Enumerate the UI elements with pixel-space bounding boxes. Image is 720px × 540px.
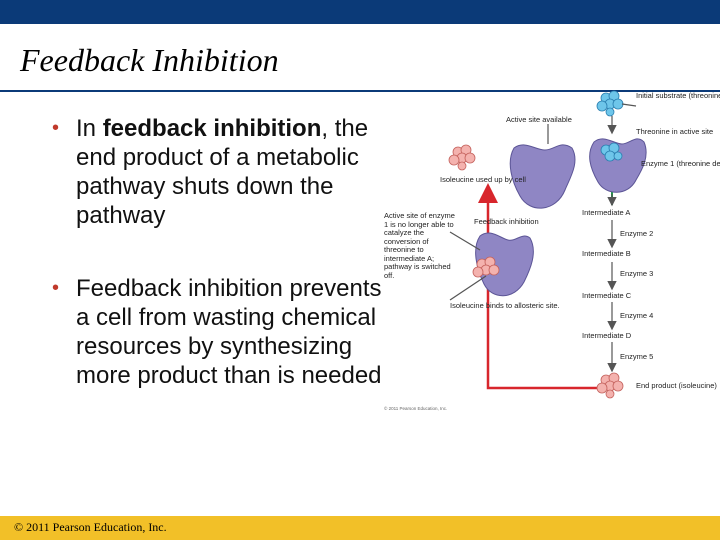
- active-site-off-note: Active site of enzyme 1 is no longer abl…: [384, 212, 455, 280]
- active-site-off-text: Active site of enzyme 1 is no longer abl…: [384, 212, 455, 280]
- enzyme1-label: Enzyme 1 (threonine deaminase): [641, 159, 720, 168]
- slide-title: Feedback Inhibition: [20, 42, 279, 78]
- isoleucine-used-label: Isoleucine used up by cell: [440, 175, 526, 184]
- isoleucine-bound-icon: [472, 256, 500, 278]
- leader-line: [449, 275, 487, 301]
- enzyme3-label: Enzyme 3: [620, 269, 653, 278]
- intermediate-b-label: Intermediate B: [582, 249, 631, 258]
- threonine-bound-icon: [600, 142, 623, 162]
- bullet-text-pre: In: [76, 115, 103, 142]
- title-band: [0, 24, 720, 92]
- bullet-item: • Feedback inhibition prevents a cell fr…: [52, 274, 387, 390]
- isoleucine-binds-label: Isoleucine binds to allosteric site.: [450, 301, 560, 310]
- title-rule: [0, 90, 720, 92]
- intermediate-a-label: Intermediate A: [582, 208, 630, 217]
- enzyme-available-shape: [509, 144, 576, 209]
- bullet-text-post: , the end product of a metabolic pathway…: [76, 115, 369, 229]
- enzyme5-label: Enzyme 5: [620, 352, 653, 361]
- intermediate-c-label: Intermediate C: [582, 291, 632, 300]
- bullet-text: Feedback inhibition prevents a cell from…: [76, 275, 382, 389]
- intermediate-d-label: Intermediate D: [582, 331, 632, 340]
- enzyme-inhibited-shape: [475, 232, 534, 297]
- threonine-molecule-icon: [596, 90, 624, 117]
- end-product-label: End product (isoleucine): [636, 381, 717, 390]
- feedback-inhibition-label: Feedback inhibition: [474, 217, 539, 226]
- threonine-active-site-label: Threonine in active site: [636, 127, 713, 136]
- enzyme4-label: Enzyme 4: [620, 311, 653, 320]
- leader-line: [449, 231, 481, 251]
- bullet-dot: •: [52, 277, 60, 299]
- bullet-list: • In feedback inhibition, the end produc…: [52, 114, 387, 434]
- initial-substrate-label: Initial substrate (threonine): [636, 91, 720, 100]
- end-product-molecule-icon: [596, 372, 624, 399]
- diagram-copyright: © 2011 Pearson Education, Inc.: [384, 405, 447, 411]
- footer-copyright: © 2011 Pearson Education, Inc.: [14, 520, 167, 534]
- leader-line: [621, 103, 637, 107]
- bullet-item: • In feedback inhibition, the end produc…: [52, 114, 387, 230]
- bullet-dot: •: [52, 117, 60, 139]
- top-bar: [0, 0, 720, 24]
- enzyme2-label: Enzyme 2: [620, 229, 653, 238]
- active-site-available-label: Active site available: [506, 115, 572, 124]
- bullet-text-bold: feedback inhibition: [102, 115, 322, 142]
- footer-bar: © 2011 Pearson Education, Inc.: [0, 516, 720, 540]
- isoleucine-molecule-icon: [448, 144, 476, 171]
